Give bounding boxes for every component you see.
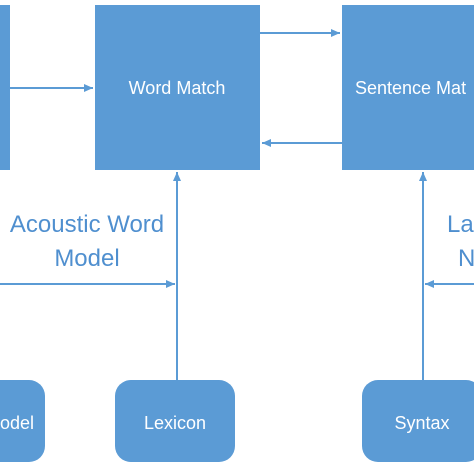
syntax-box — [362, 380, 474, 462]
left-cut-box — [0, 5, 10, 170]
word-match-box — [95, 5, 260, 170]
language-label-line2: N — [458, 245, 474, 272]
lexicon-label: Lexicon — [144, 413, 206, 433]
language-label-line1: La — [447, 211, 474, 238]
acoustic-word-label-line2: Model — [54, 245, 119, 272]
word-match-label: Word Match — [129, 78, 226, 98]
sentence-match-label: Sentence Mat — [355, 78, 466, 98]
lexicon-box — [115, 380, 235, 462]
syntax-label: Syntax — [394, 413, 449, 433]
model-cut-label: odel — [0, 413, 34, 433]
acoustic-word-label-line1: Acoustic Word — [10, 211, 164, 238]
sentence-match-box — [342, 5, 474, 170]
model-cut-box — [0, 380, 45, 462]
